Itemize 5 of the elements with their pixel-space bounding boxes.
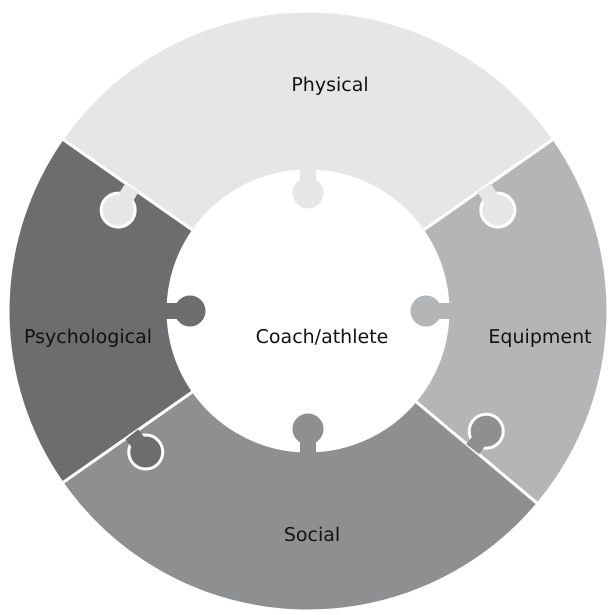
segment-label: Equipment (488, 326, 592, 348)
segment-label: Social (284, 524, 340, 546)
center-label: Coach/athlete (256, 326, 388, 348)
segment-label: Physical (291, 74, 369, 96)
segment-label: Psychological (24, 326, 152, 348)
